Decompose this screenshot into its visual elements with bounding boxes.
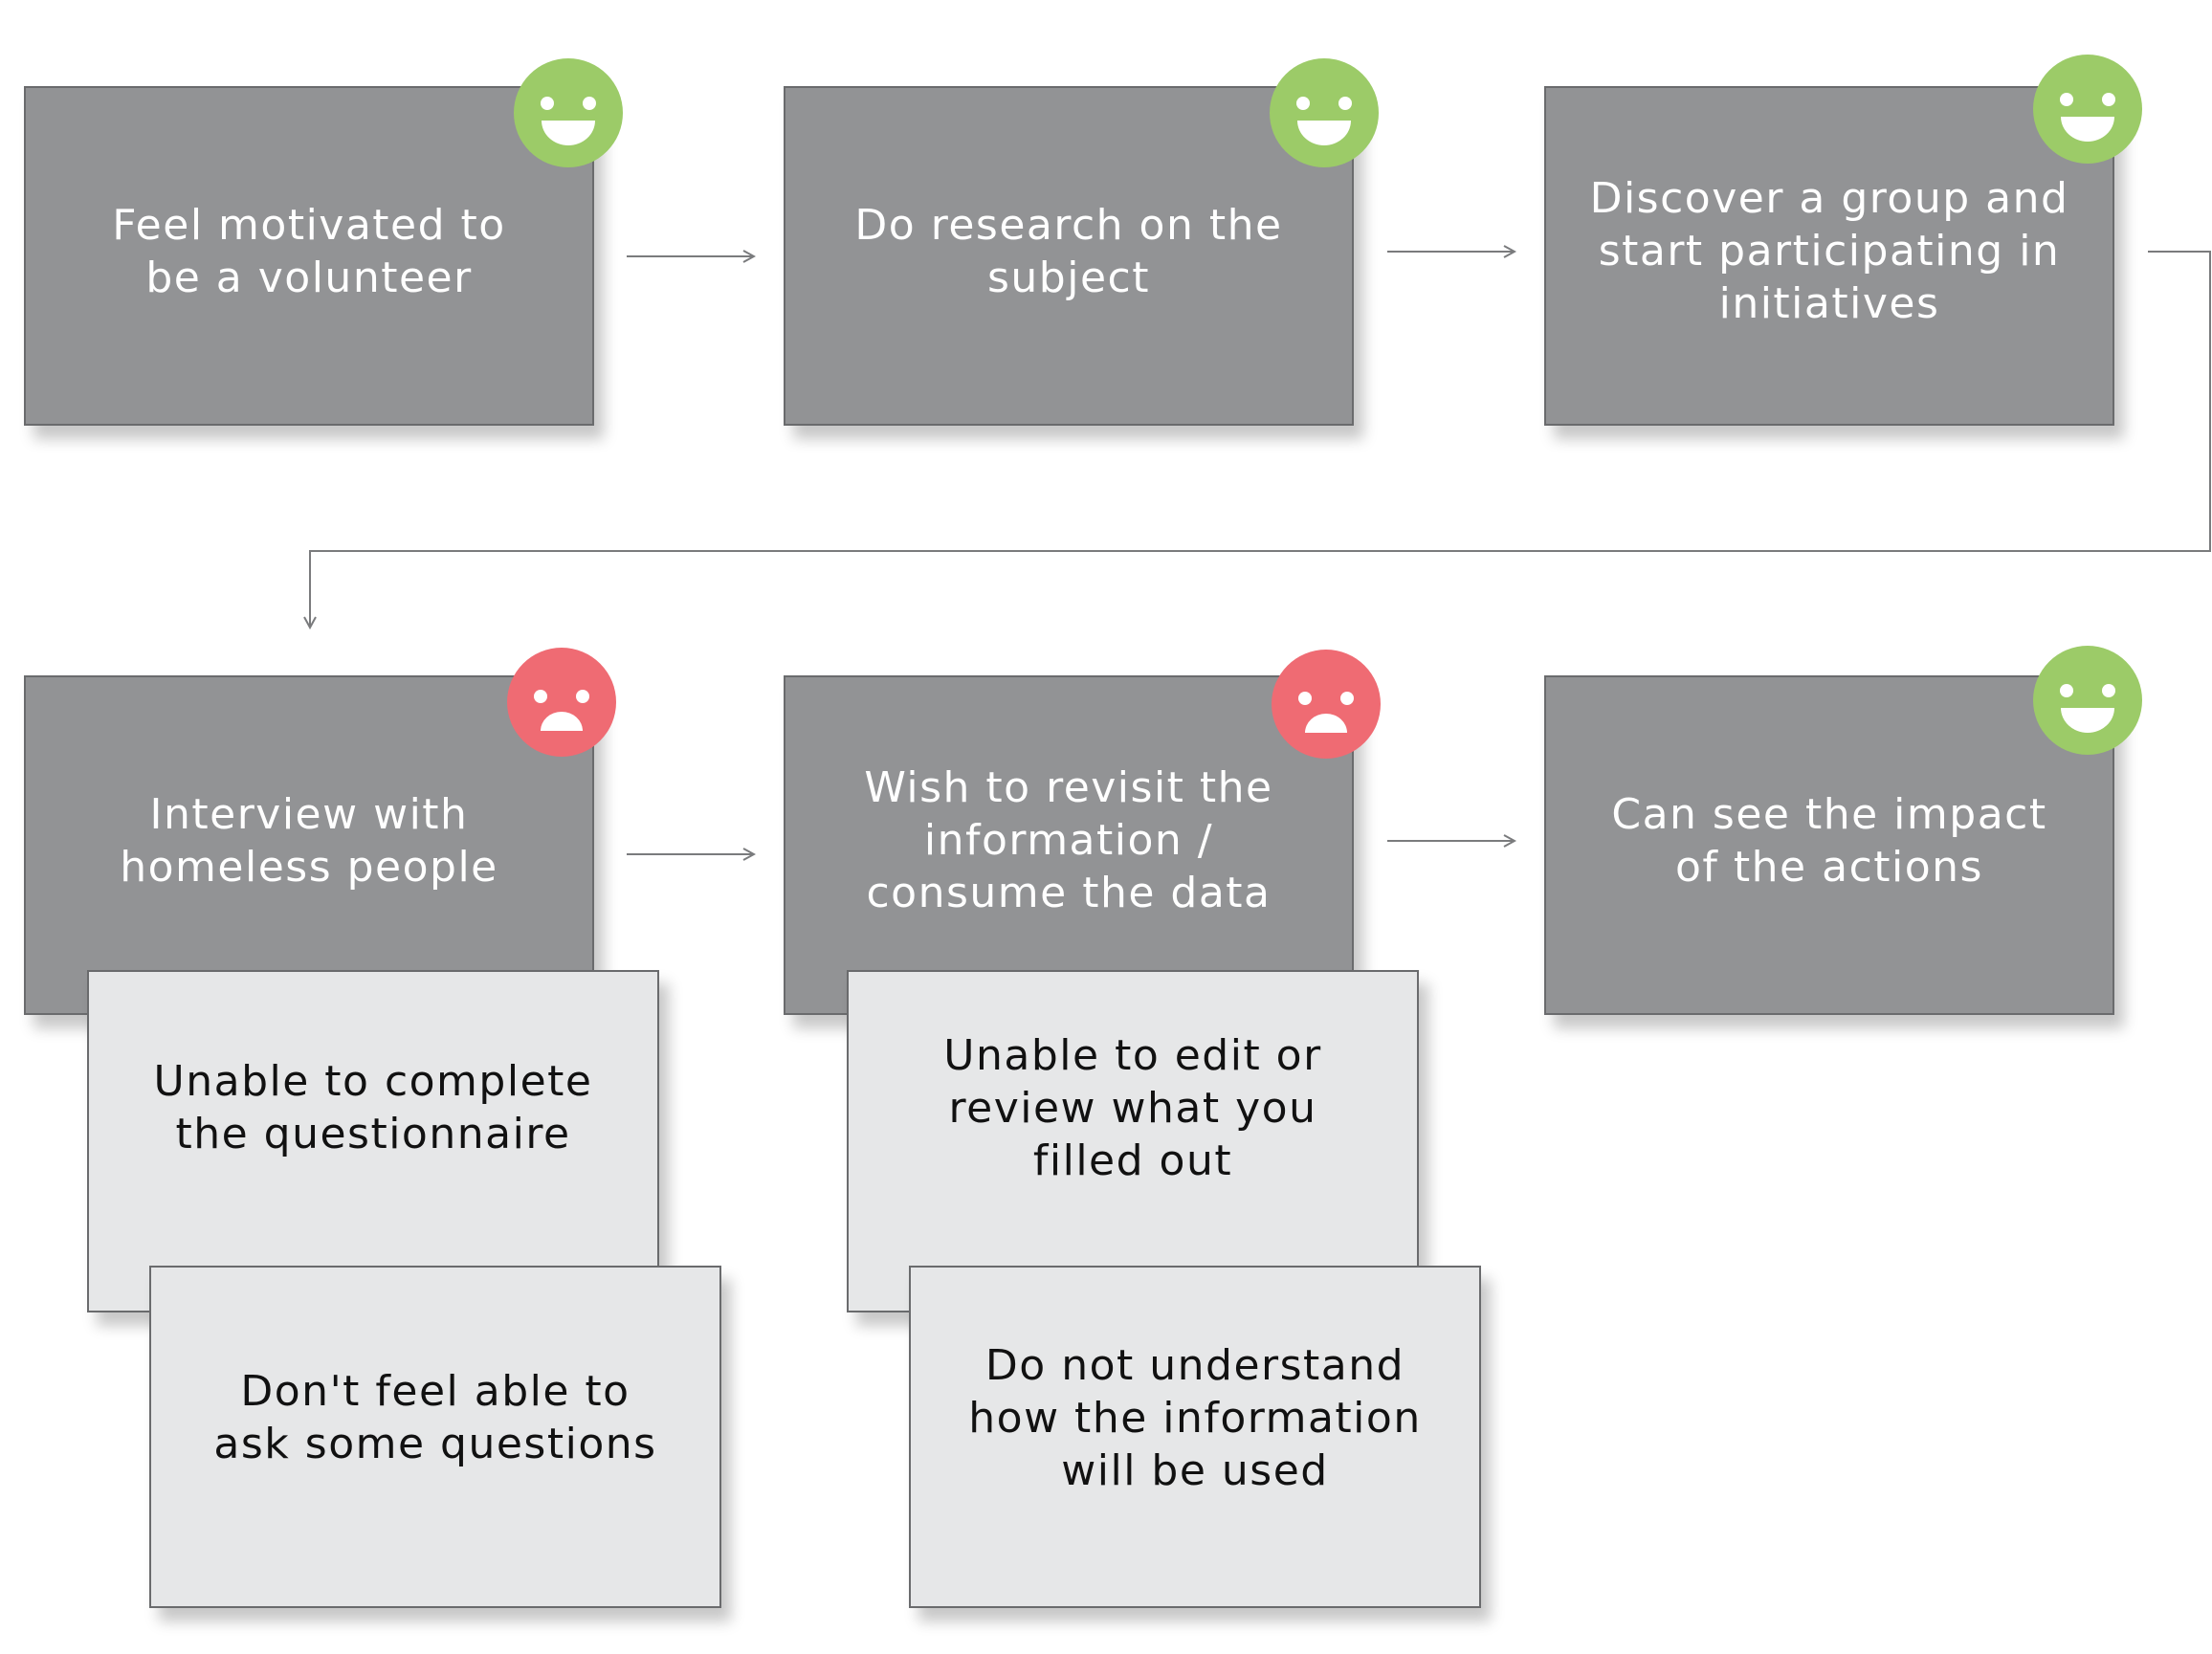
step-label: Do research on the subject: [854, 200, 1283, 302]
step-label: Interview with homeless people: [120, 789, 498, 892]
step-label: Can see the impact of the actions: [1611, 789, 2047, 892]
pain-point-card: Unable to edit or review what you filled…: [847, 970, 1419, 1312]
arrow-step3-to-step4: [310, 251, 2211, 628]
step-feel-motivated: Feel motivated to be a volunteer: [24, 86, 594, 426]
step-do-research: Do research on the subject: [784, 86, 1354, 426]
pain-point-label: Unable to complete the questionnaire: [153, 1057, 593, 1158]
happy-face-icon: [514, 58, 623, 167]
happy-face-icon: [2033, 55, 2142, 164]
pain-point-label: Don't feel able to ask some questions: [213, 1367, 657, 1468]
happy-face-icon: [2033, 646, 2142, 755]
step-label: Feel motivated to be a volunteer: [112, 200, 506, 302]
pain-point-card: Don't feel able to ask some questions: [149, 1266, 721, 1608]
step-see-impact: Can see the impact of the actions: [1544, 675, 2114, 1015]
pain-point-label: Unable to edit or review what you filled…: [943, 1030, 1322, 1185]
pain-point-card: Unable to complete the questionnaire: [87, 970, 659, 1312]
happy-face-icon: [1270, 58, 1379, 167]
step-label: Wish to revisit the information / consum…: [864, 763, 1273, 917]
step-label: Discover a group and start participating…: [1589, 174, 2069, 328]
sad-face-icon: [507, 648, 616, 757]
step-discover-group: Discover a group and start participating…: [1544, 86, 2114, 426]
sad-face-icon: [1272, 650, 1381, 759]
step-interview: Interview with homeless people: [24, 675, 594, 1015]
pain-point-label: Do not understand how the information wi…: [968, 1340, 1422, 1495]
step-revisit-information: Wish to revisit the information / consum…: [784, 675, 1354, 1015]
pain-point-card: Do not understand how the information wi…: [909, 1266, 1481, 1608]
